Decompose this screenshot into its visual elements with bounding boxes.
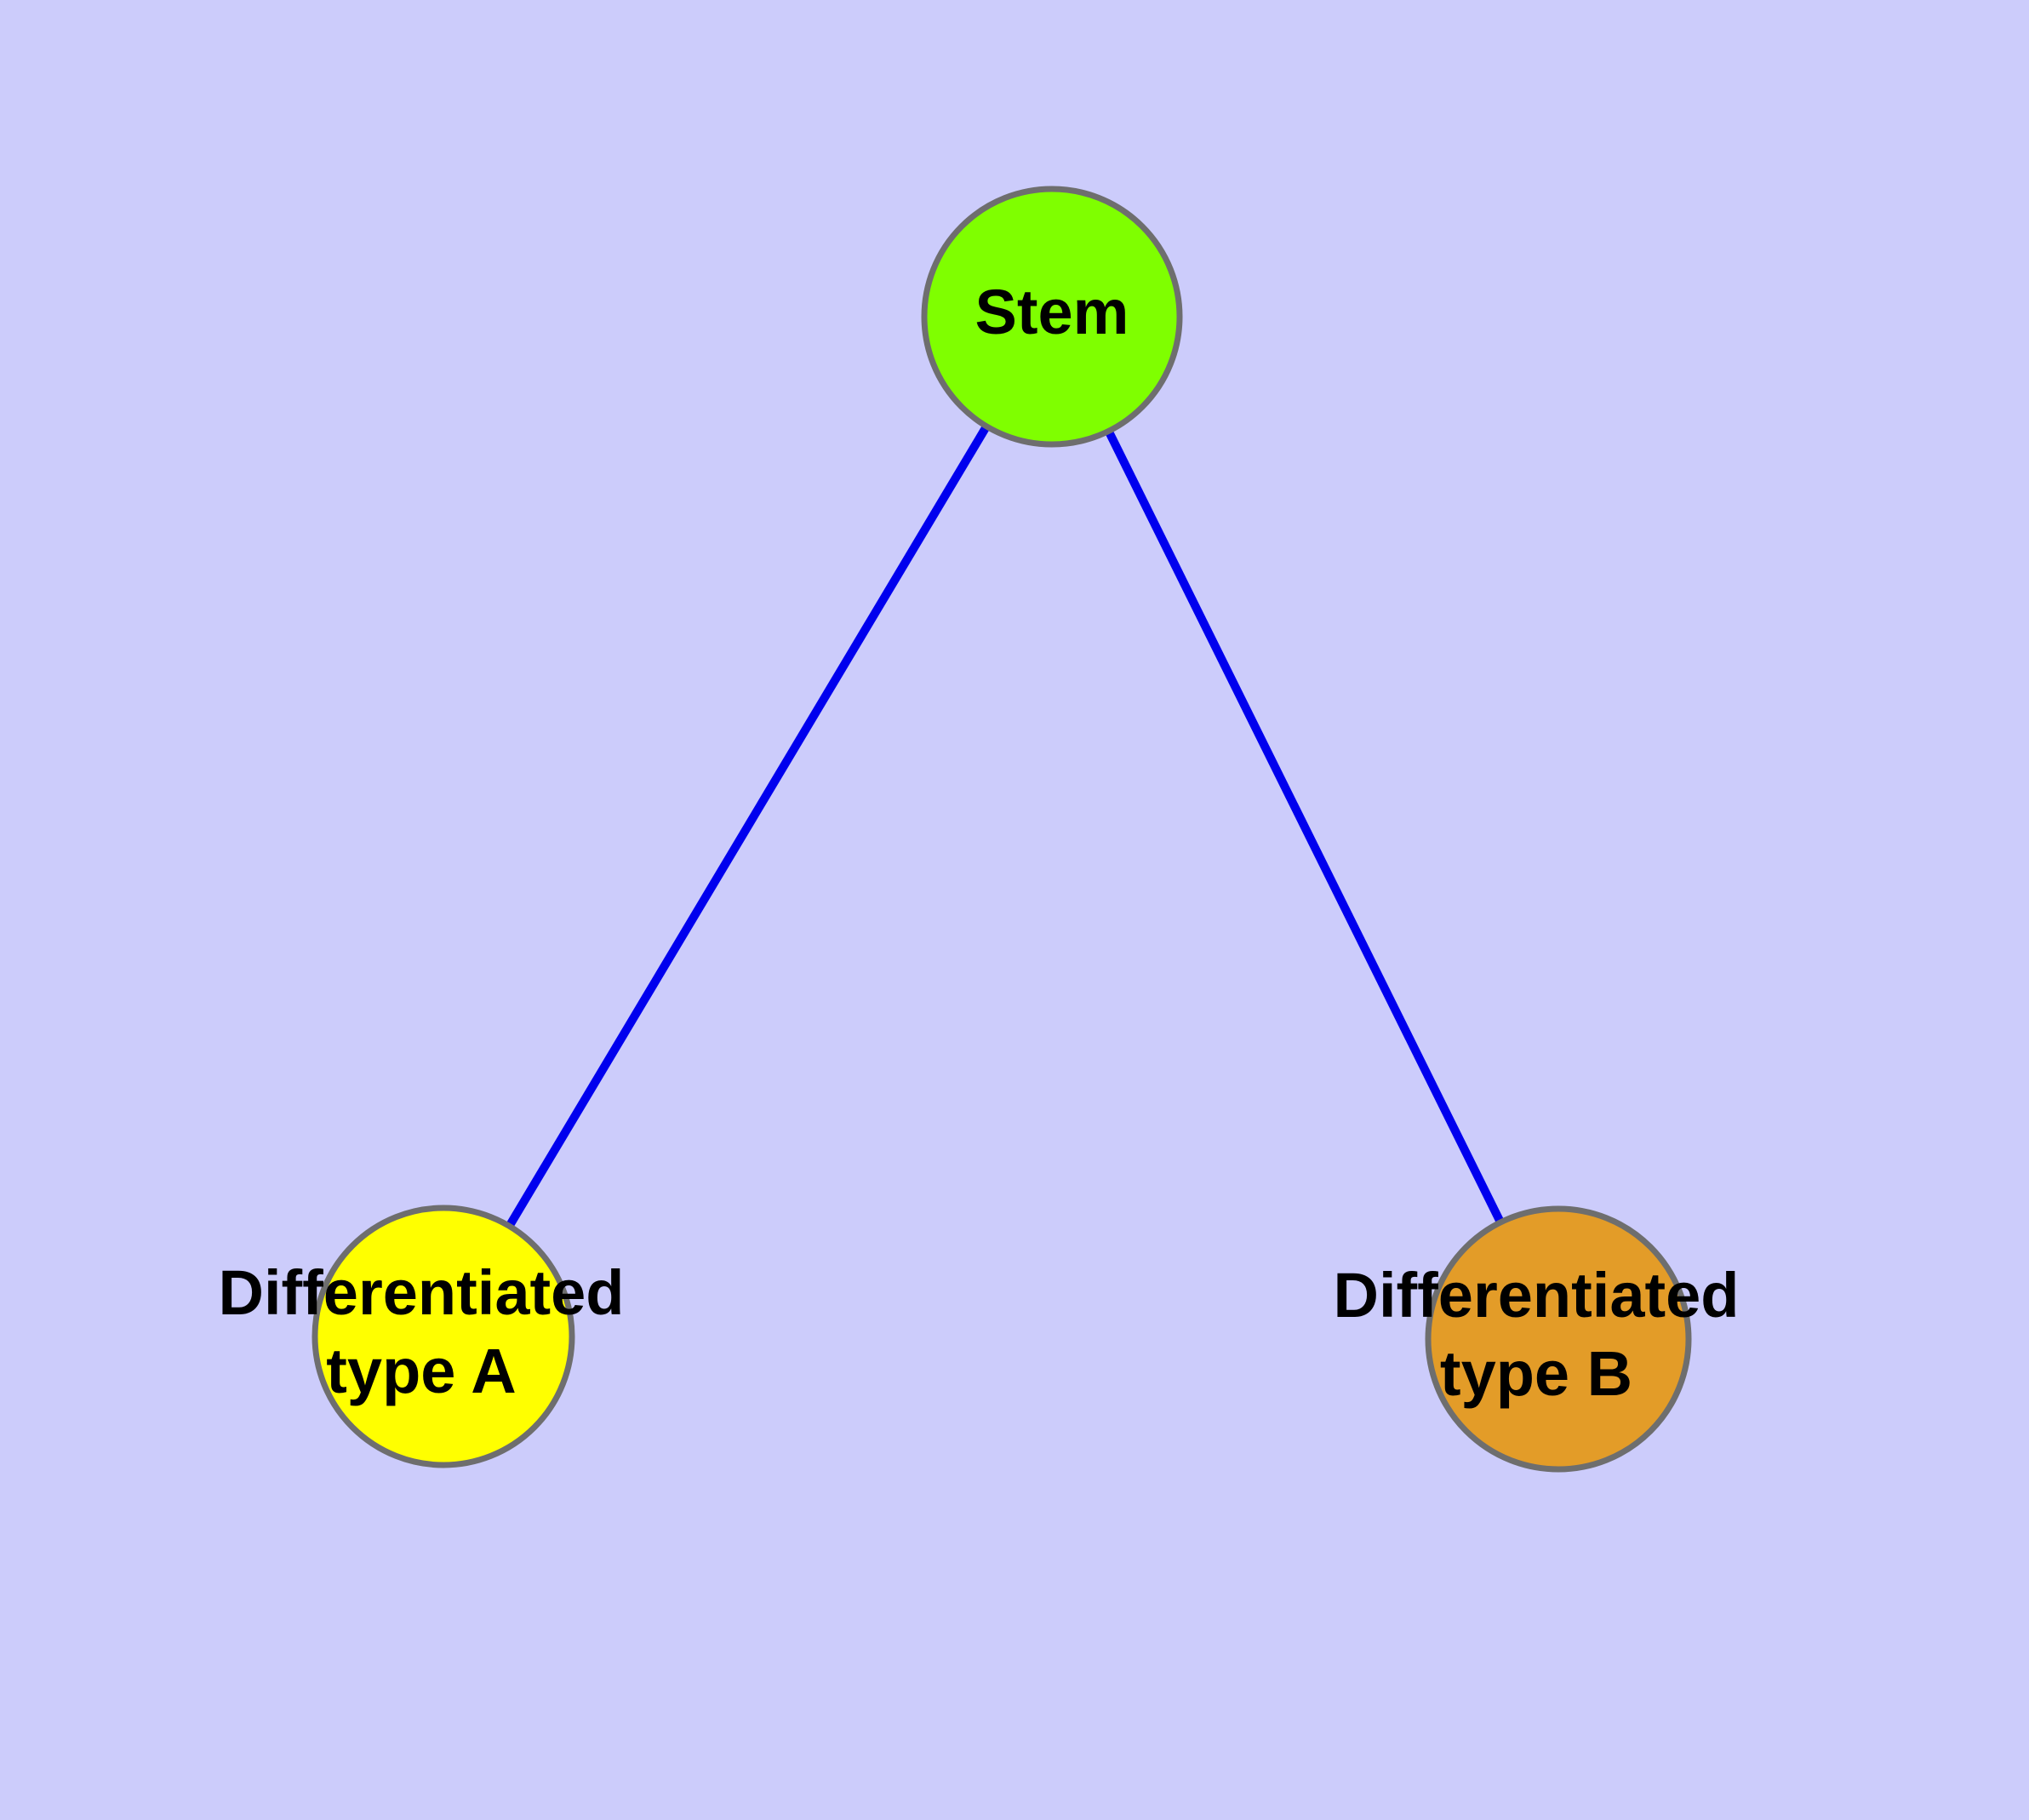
graph-node-label-diff_a: Differentiated type A [219,1257,625,1406]
graph-node-diff_b[interactable] [1425,1205,1692,1473]
edges-layer [504,421,1506,1232]
edge-stem-diff-a[interactable] [504,421,992,1232]
nodes-layer [311,186,1692,1473]
graph-node-label-line: Differentiated [219,1257,625,1328]
graph-node-stem[interactable] [921,186,1183,448]
graph-node-label-line: type B [1440,1338,1632,1409]
edge-stem-diff-b[interactable] [1103,426,1506,1228]
graph-node-label-line: Stem [975,277,1129,347]
graph-node-label-line: type A [326,1336,516,1406]
graph-node-label-line: Differentiated [1334,1260,1740,1331]
graph-node-diff_a[interactable] [311,1205,575,1468]
graph-node-label-stem: Stem [975,277,1129,347]
